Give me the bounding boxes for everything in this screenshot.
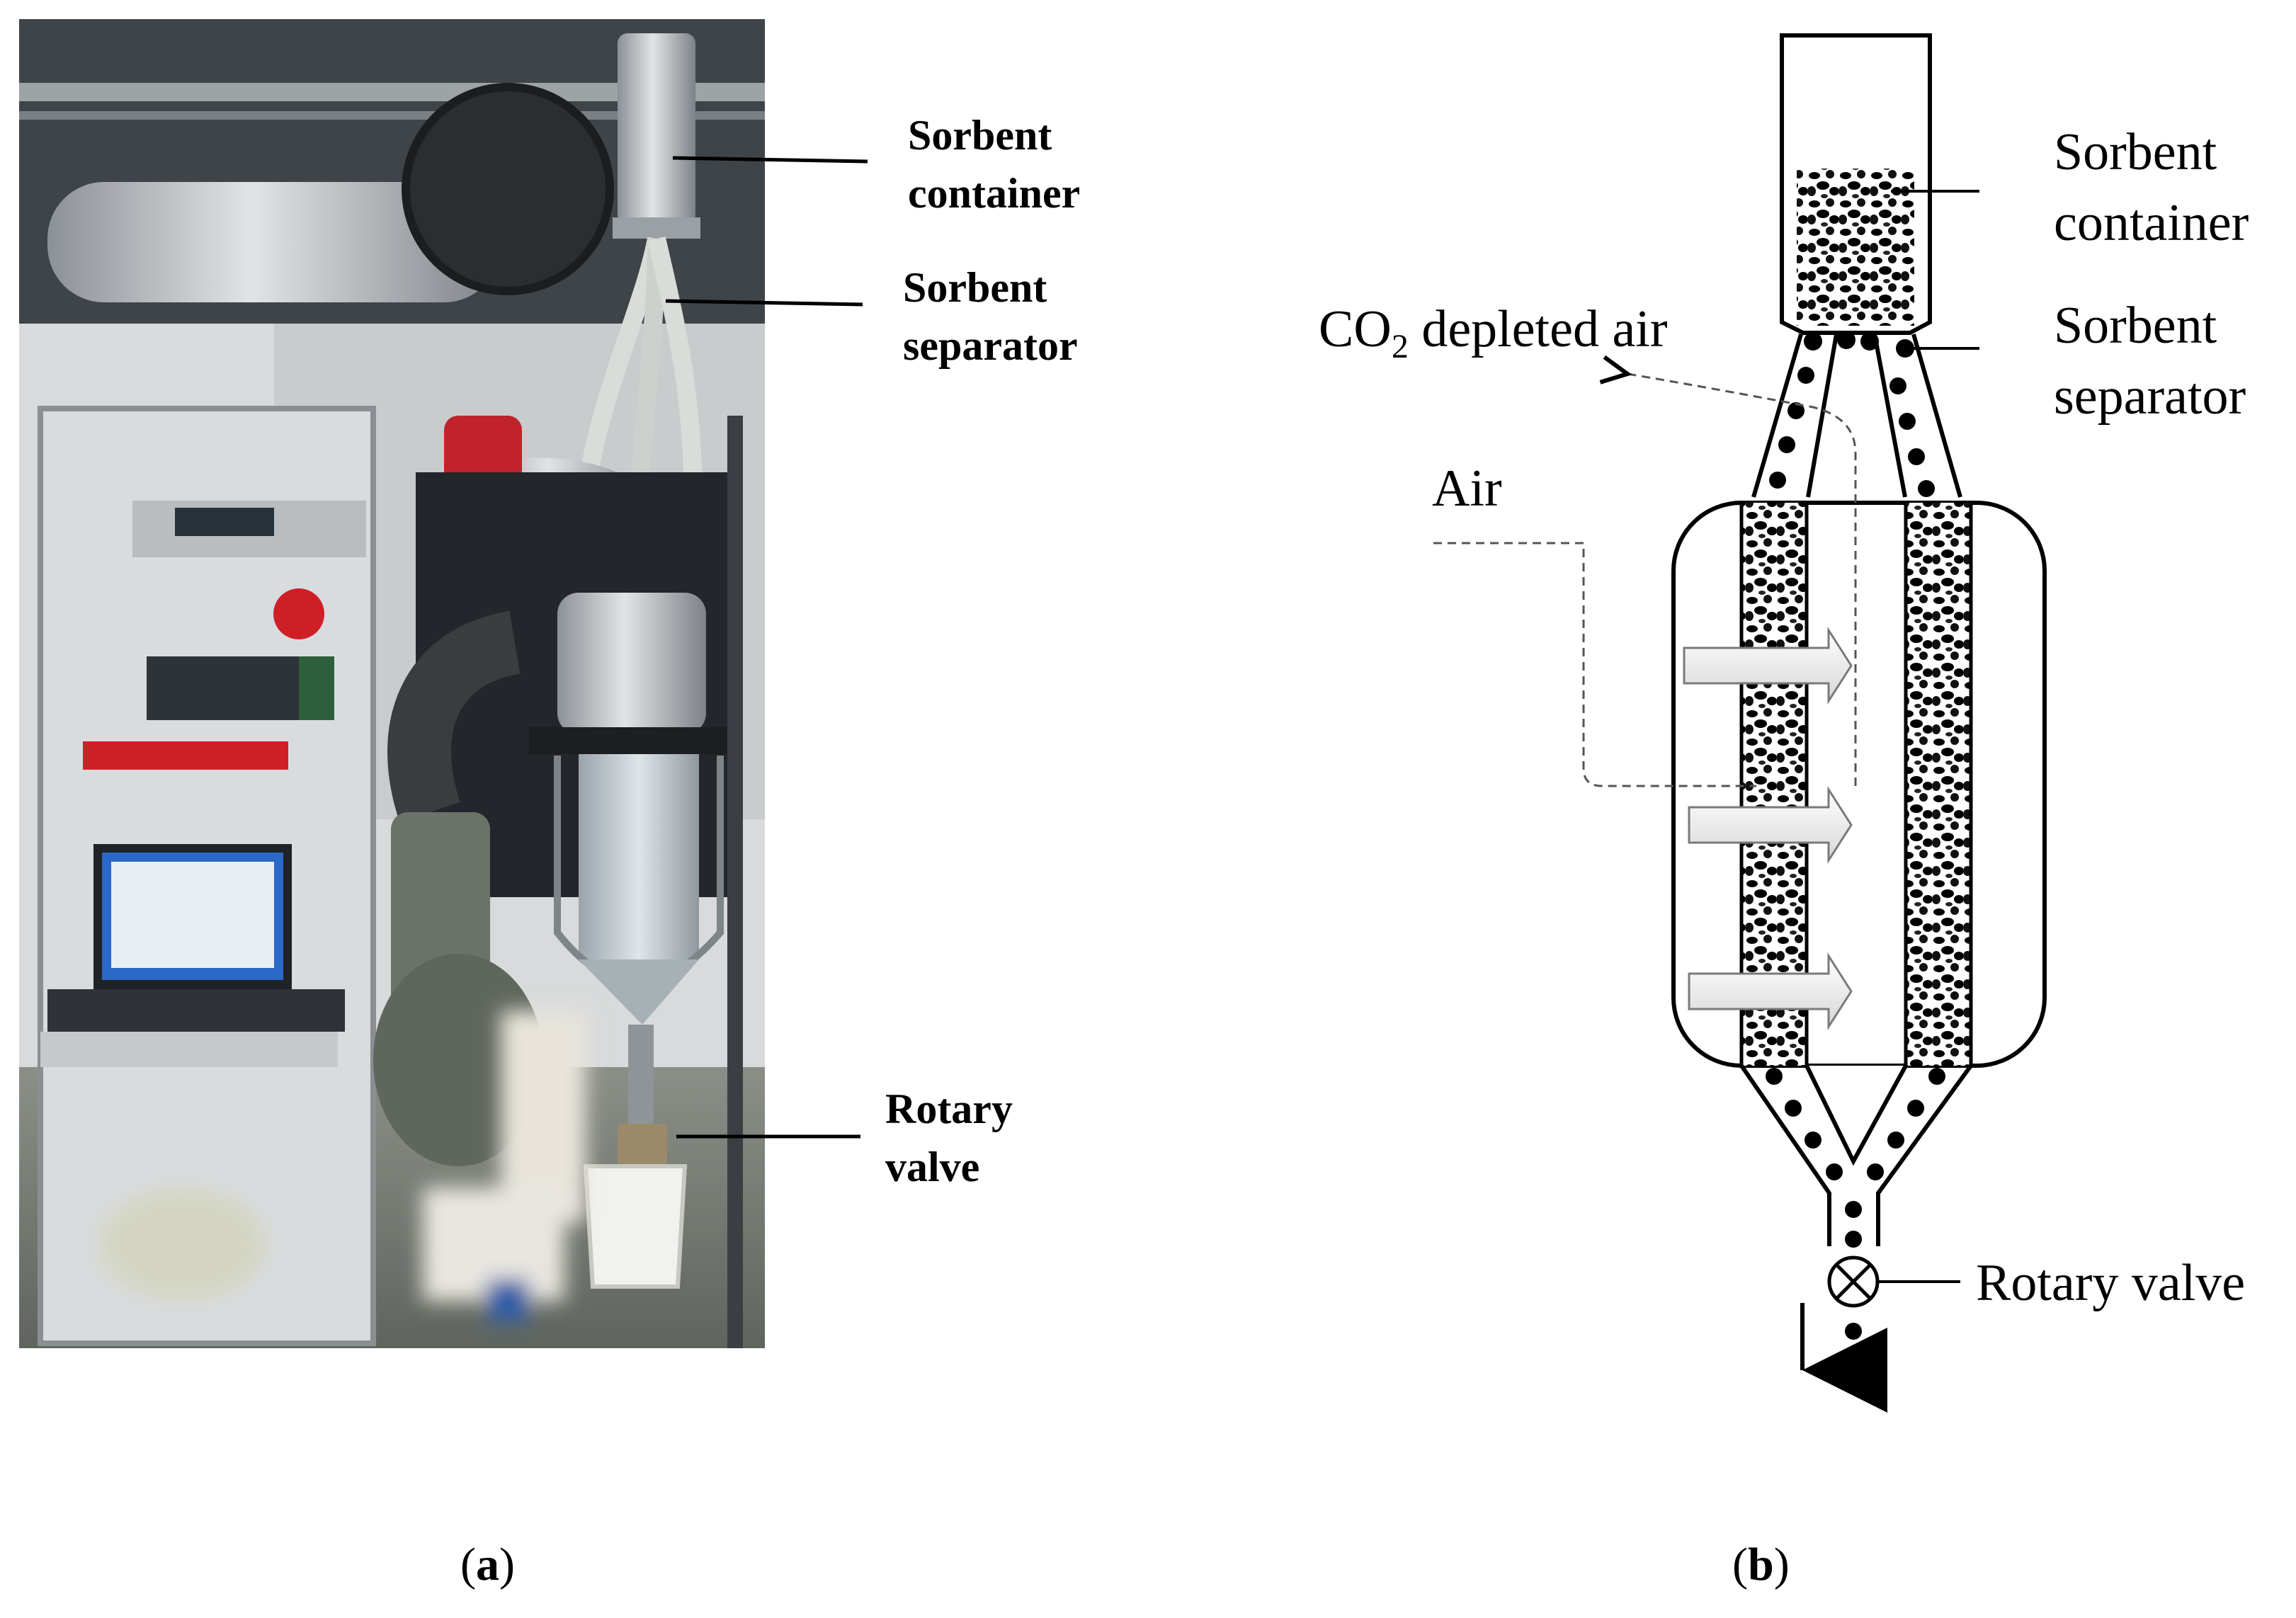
rotary-valve-icon	[1827, 1255, 1880, 1308]
caption-b-letter: b	[1747, 1539, 1774, 1590]
co2-text: CO	[1319, 300, 1392, 358]
label-line: container	[908, 170, 1081, 217]
label-line: separator	[2054, 368, 2246, 426]
sorbent-particles	[1766, 331, 1945, 1368]
emergency-stop	[273, 588, 324, 639]
photo-reactor-top	[557, 593, 706, 734]
collection-bucket	[583, 1164, 688, 1289]
schematic-hopper	[1739, 1064, 1973, 1246]
schematic-label-rotary-valve: Rotary valve	[1976, 1254, 2246, 1312]
photo-label-sorbent-container: Sorbent container	[908, 106, 1080, 222]
schematic-label-sorbent-separator: Sorbent separator	[2054, 290, 2246, 432]
ventilation-duct	[47, 182, 501, 302]
air-flow-arrows	[1683, 626, 1853, 1031]
leader-photo-container	[672, 156, 868, 164]
schematic-label-sorbent-container: Sorbent container	[2054, 117, 2249, 258]
caption-a-letter: a	[475, 1539, 499, 1590]
photo-rotary-valve	[618, 1124, 667, 1166]
sorbent-bed-top	[1797, 169, 1914, 326]
schematic-label-co2-depleted-air: CO2 depleted air	[1319, 294, 1668, 382]
schematic-separator	[1751, 334, 1962, 498]
photo-sorbent-container	[618, 33, 695, 224]
photo-label-sorbent-separator: Sorbent separator	[903, 258, 1078, 375]
caption-b: (b)	[1732, 1539, 1790, 1590]
apparatus-photo	[19, 19, 765, 1348]
label-line: Sorbent	[908, 112, 1052, 159]
label-line: container	[2054, 194, 2249, 252]
label-line: Sorbent	[903, 264, 1047, 311]
sorbent-column-right	[1906, 503, 1971, 1066]
label-line: Sorbent	[2054, 123, 2217, 181]
photo-reactor-glass	[579, 754, 699, 959]
air-arrow	[1688, 952, 1853, 1031]
caption-a: (a)	[460, 1539, 515, 1590]
co2-subscript: 2	[1391, 327, 1409, 365]
air-arrow	[1688, 785, 1853, 865]
schematic-label-air: Air	[1432, 460, 1502, 518]
label-line: Sorbent	[2054, 297, 2217, 355]
sorbent-column-left	[1741, 503, 1807, 1066]
label-line: Rotary	[885, 1086, 1013, 1132]
leader-photo-separator	[665, 299, 863, 307]
air-arrow	[1683, 626, 1853, 705]
photo-label-rotary-valve: Rotary valve	[885, 1080, 1013, 1196]
air-inlet-path	[1433, 542, 1756, 787]
label-line: valve	[885, 1144, 980, 1190]
depleted-air-text: depleted air	[1408, 300, 1668, 358]
label-line: separator	[903, 322, 1078, 369]
flex-hose	[387, 610, 521, 823]
